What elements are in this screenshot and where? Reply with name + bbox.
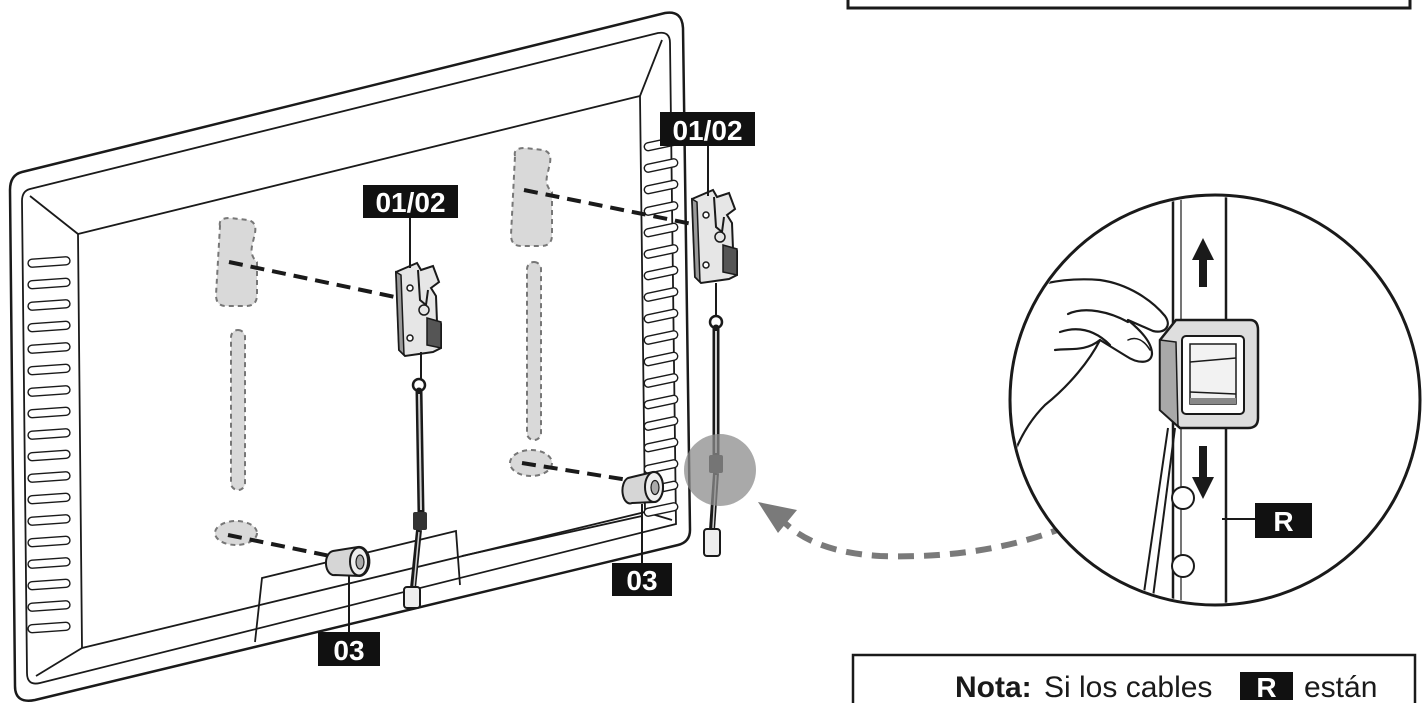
spacer-left [324, 545, 371, 578]
vent-slot [27, 320, 71, 333]
vent-slot [643, 308, 679, 324]
rail-hole [1171, 554, 1195, 578]
tv-corner-chamfers [29, 39, 673, 677]
vent-slot [643, 330, 679, 345]
mounting-bracket-right [690, 188, 738, 285]
vent-slot [27, 600, 71, 612]
dashed-line-top-right [523, 188, 693, 226]
arrow-down-icon [1192, 446, 1214, 499]
placeholder-bottom-left [214, 520, 258, 546]
note-prefix: Nota: [955, 671, 1032, 703]
cable-strand [1139, 427, 1176, 603]
release-buckle [1158, 318, 1260, 430]
label-bracket-left-text: 01/02 [375, 187, 445, 218]
safety-cable-right [703, 283, 724, 557]
label-cable-detail-text: R [1273, 506, 1293, 537]
dashed-line-bottom-left [227, 533, 331, 558]
vent-slot [643, 265, 679, 281]
zoom-detail: R [1008, 193, 1422, 607]
vent-slot [27, 535, 71, 548]
tv-frame-lip [21, 31, 677, 685]
safety-cable-left [403, 352, 427, 609]
vent-slot [27, 492, 71, 505]
mount-hole-placeholders [214, 146, 553, 546]
dashed-line-bottom-right [521, 461, 629, 482]
label-cable-detail: R [1255, 503, 1312, 538]
label-spacer-right: 03 [612, 563, 672, 596]
label-spacer-left: 03 [318, 632, 380, 666]
placeholder-bar-right [526, 261, 542, 441]
hand-illustration [1012, 278, 1169, 467]
arrow-up-icon [1192, 238, 1214, 287]
vent-slot [643, 394, 679, 410]
arrow-head [758, 502, 797, 533]
vent-slot [27, 342, 71, 354]
vent-slot [27, 406, 71, 419]
vent-slot [643, 437, 679, 453]
vent-slot [27, 363, 71, 376]
vent-slot [27, 514, 71, 526]
note-text-before: Si los cables [1044, 671, 1212, 703]
vent-slot [27, 471, 71, 483]
label-spacer-left-text: 03 [333, 635, 364, 666]
cable-highlight-circle [684, 434, 756, 506]
vent-slot [643, 179, 679, 195]
vent-slot [27, 428, 71, 440]
label-bracket-left: 01/02 [363, 185, 458, 218]
label-spacer-right-text: 03 [626, 565, 657, 596]
vent-grille-left [27, 256, 71, 634]
vent-slot [643, 502, 679, 517]
note-badge [1240, 672, 1293, 700]
rail-hole [1171, 486, 1195, 510]
vent-slot [643, 416, 679, 431]
vent-slot [643, 158, 679, 173]
placeholder-bar-left [230, 329, 246, 491]
spacer-right [621, 470, 665, 505]
vent-slot [27, 277, 71, 290]
label-bracket-right: 01/02 [660, 112, 755, 146]
dashed-line-top-left [228, 260, 396, 299]
note-text-after: están [1304, 671, 1377, 703]
note-box: Nota: Si los cables R están [851, 653, 1417, 703]
vent-slot [27, 256, 71, 268]
mounting-bracket-left [394, 261, 442, 358]
label-leader-lines [348, 146, 709, 632]
top-info-box [846, 0, 1412, 10]
vent-slot [27, 385, 71, 397]
vent-slot [27, 557, 71, 569]
placeholder-top-right [509, 146, 553, 247]
vent-slot [27, 578, 71, 591]
vent-slot [643, 222, 679, 238]
label-bracket-right-text: 01/02 [672, 115, 742, 146]
vent-slot [643, 244, 679, 259]
vent-slot [643, 351, 679, 367]
vent-slot [27, 449, 71, 462]
vent-slot [643, 373, 679, 388]
vent-slot [643, 287, 679, 302]
note-badge-text: R [1256, 672, 1276, 703]
alignment-dashed-lines [227, 188, 693, 558]
vent-slot [643, 459, 679, 474]
vent-slot [643, 201, 679, 216]
vent-slot [27, 621, 71, 634]
vent-slot [27, 299, 71, 311]
